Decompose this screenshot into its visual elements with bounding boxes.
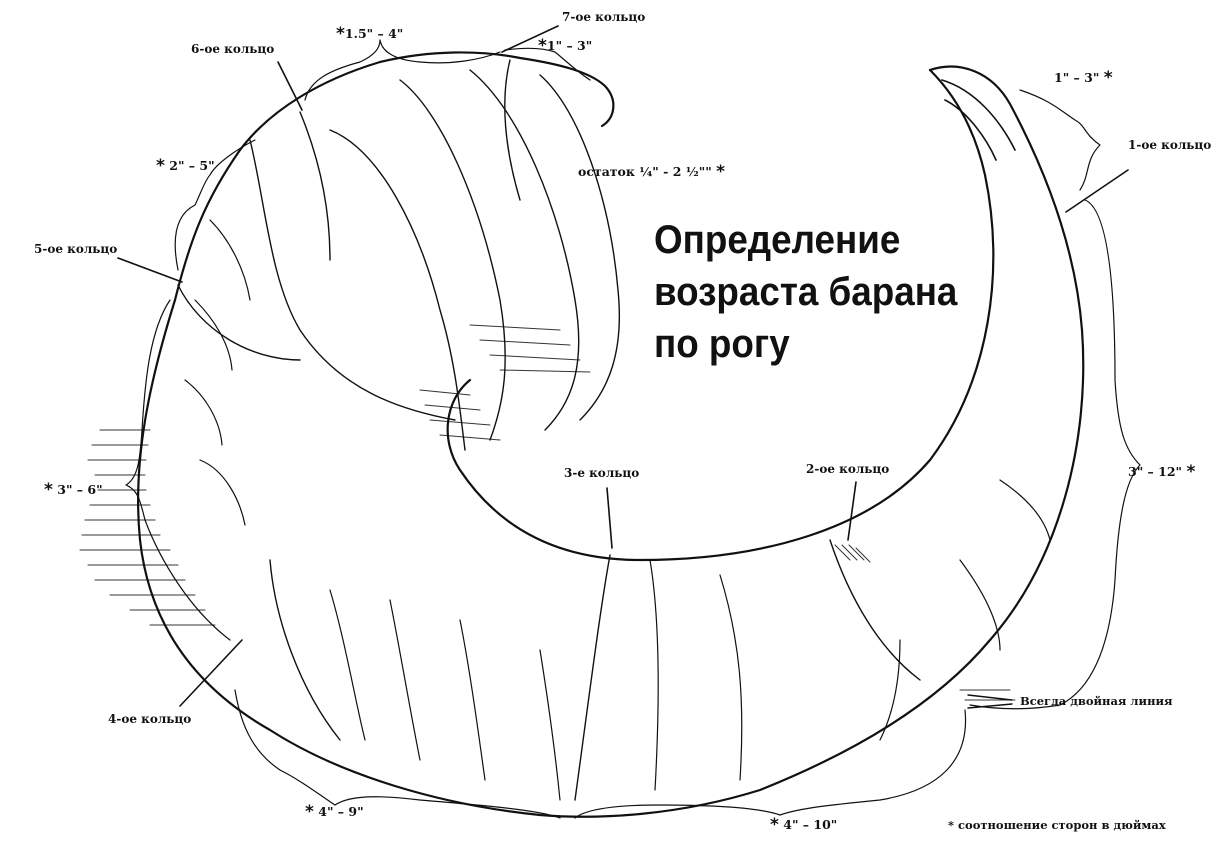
measure-third: * 4" – 10" xyxy=(770,815,837,835)
leader-ring3 xyxy=(607,488,612,548)
measure-fourth: * 4" – 9" xyxy=(305,802,364,822)
ring-line-2 xyxy=(830,540,920,680)
leader-ring1 xyxy=(1066,170,1128,212)
bracket-bottom-right xyxy=(575,710,966,818)
title-line-2: возраста барана xyxy=(654,266,985,318)
label-ring-4: 4-ое кольцо xyxy=(108,712,191,726)
asterisk-icon: * xyxy=(716,162,725,182)
measure-seventh: *1.5" – 4" xyxy=(336,24,403,44)
ring-line-4 xyxy=(270,560,340,740)
bracket-right-top xyxy=(1020,90,1100,190)
measure-second: 3" – 12" * xyxy=(1128,462,1195,482)
asterisk-icon: * xyxy=(336,24,345,44)
diagram-title: Определение возраста барана по рогу xyxy=(654,214,985,370)
title-line-3: по рогу xyxy=(654,318,985,370)
asterisk-icon: * xyxy=(538,36,547,56)
leader-ring4 xyxy=(180,640,242,706)
ring-line-6 xyxy=(300,112,330,260)
label-ring-3: 3-е кольцо xyxy=(564,466,639,480)
leader-ring2 xyxy=(848,482,856,540)
asterisk-icon: * xyxy=(770,815,779,835)
label-ring-5: 5-ое кольцо xyxy=(34,242,117,256)
asterisk-icon: * xyxy=(1186,462,1195,482)
ring-line-3 xyxy=(575,555,610,800)
asterisk-icon: * xyxy=(1104,68,1113,88)
asterisk-icon: * xyxy=(305,802,314,822)
asterisk-icon: * xyxy=(44,480,53,500)
footnote: * соотношение сторон в дюймах xyxy=(948,818,1166,832)
ring-line-5 xyxy=(178,285,300,360)
measure-eighth: *1" – 3" xyxy=(538,36,592,56)
bracket-bottom-left xyxy=(235,690,560,818)
note-double-line: Всегда двойная линия xyxy=(1020,694,1173,708)
title-line-1: Определение xyxy=(654,214,985,266)
measure-fifth: * 3" – 6" xyxy=(44,480,103,500)
measure-sixth: * 2" – 5" xyxy=(156,156,215,176)
label-ring-6: 6-ое кольцо xyxy=(191,42,274,56)
bracket-left xyxy=(126,300,230,640)
leader-ring5 xyxy=(118,258,182,282)
label-ring-2: 2-ое кольцо xyxy=(806,462,889,476)
measure-remainder: остаток ¼" - 2 ½"" * xyxy=(578,162,725,182)
label-ring-7: 7-ое кольцо xyxy=(562,10,645,24)
label-ring-1: 1-ое кольцо xyxy=(1128,138,1211,152)
asterisk-icon: * xyxy=(156,156,165,176)
measure-first: 1" – 3" * xyxy=(1054,68,1113,88)
